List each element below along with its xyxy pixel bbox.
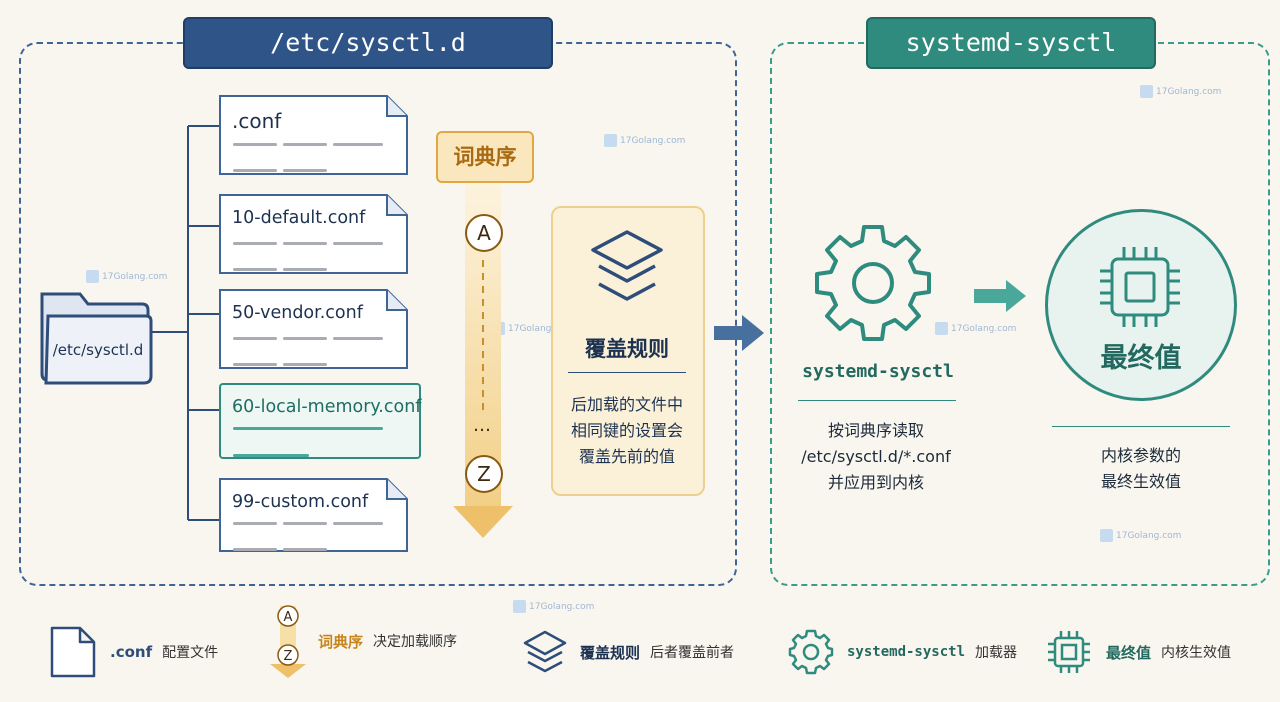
file-card: 10-default.conf [219,194,408,274]
layers-icon [523,630,567,673]
watermark: 17Golang.com [1100,529,1181,542]
config-dir-title: /etc/sysctl.d [183,17,553,69]
order-start: A [465,214,503,252]
file-name: .conf [232,109,282,133]
az-order-icon: A Z [270,605,306,678]
legend-item-order: A Z 词典序决定加载顺序 [268,605,457,678]
final-value-label: 最终值 [1100,343,1182,374]
order-label: 词典序 [436,131,534,183]
svg-text:Z: Z [284,649,293,664]
folder-label: /etc/sysctl.d [52,341,144,359]
file-icon [50,626,96,678]
layers-icon [591,230,663,301]
override-rule-card [551,206,705,496]
order-dots: … [473,415,491,436]
file-name: 50-vendor.conf [232,303,363,323]
final-divider [1052,426,1230,427]
file-card: .conf [219,95,408,175]
loader-title: systemd-sysctl [866,17,1156,69]
file-name: 60-local-memory.conf [232,397,422,417]
loader-name: systemd-sysctl [802,361,954,382]
gear-icon [788,629,834,675]
watermark: 17Golang.com [513,600,594,613]
file-name: 10-default.conf [232,208,366,228]
legend-item-final: 最终值内核生效值 [1046,627,1231,677]
svg-text:A: A [284,610,293,625]
chip-icon [1100,247,1180,327]
rule-description: 后加载的文件中相同键的设置会覆盖先前的值 [570,395,683,466]
file-card: 99-custom.conf [219,478,408,558]
legend-item-rule: 覆盖规则后者覆盖前者 [522,627,734,677]
order-end: Z [465,455,503,493]
watermark: 17Golang.com [1140,85,1221,98]
final-value-circle [1045,209,1237,401]
gear-icon [815,225,931,341]
file-card: 50-vendor.conf [219,289,408,369]
final-description: 内核参数的最终生效值 [1100,446,1181,491]
watermark: 17Golang.com [935,322,1016,335]
loader-divider [798,400,956,401]
watermark: 17Golang.com [604,134,685,147]
chip-icon [1048,631,1090,673]
apply-arrow-icon [974,280,1026,312]
rule-divider [568,372,686,373]
tree-connector [152,125,220,521]
watermark: 17Golang.com [86,270,167,283]
file-card-highlighted: 60-local-memory.conf [219,383,421,463]
folder-icon [40,292,153,385]
flow-arrow-icon [714,315,764,351]
file-name: 99-custom.conf [232,492,369,512]
rule-title: 覆盖规则 [585,337,669,361]
